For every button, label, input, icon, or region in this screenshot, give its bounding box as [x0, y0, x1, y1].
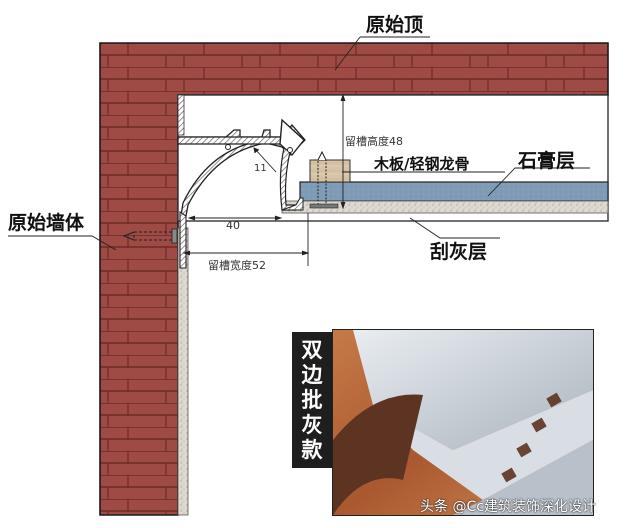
tag-char: 批	[301, 387, 323, 412]
label-original-wall: 原始墙体	[8, 212, 85, 234]
label-dimension-40: 40	[226, 219, 240, 232]
profile-top-flange	[177, 94, 185, 136]
tag-char: 双	[301, 337, 323, 362]
leader-lines	[8, 36, 590, 251]
putty-layer-wall	[177, 227, 189, 516]
product-photo	[332, 329, 594, 516]
label-original-ceiling: 原始顶	[366, 14, 424, 36]
label-wood-steel-keel: 木板/轻钢龙骨	[374, 155, 470, 173]
gypsum-layer	[299, 181, 609, 202]
tag-char: 边	[301, 362, 323, 387]
ceiling-screw	[309, 150, 339, 209]
double-side-putty-tag: 双 边 批 灰 款	[292, 332, 332, 468]
wall-screw	[122, 228, 178, 244]
label-putty-layer: 刮灰层	[430, 241, 488, 263]
label-groove-width: 留槽宽度52	[208, 259, 266, 272]
aluminum-profile	[177, 118, 306, 269]
dimension-lines	[182, 93, 346, 266]
label-gypsum-layer: 石膏层	[518, 150, 576, 172]
watermark: 头条 @Cc建筑装饰深化设计	[420, 499, 596, 515]
tag-char: 灰	[301, 412, 323, 437]
label-dimension-11: 11	[254, 163, 267, 174]
wood-keel-block	[309, 159, 351, 183]
label-groove-height: 留槽高度48	[345, 135, 403, 148]
tag-char: 款	[301, 437, 323, 462]
